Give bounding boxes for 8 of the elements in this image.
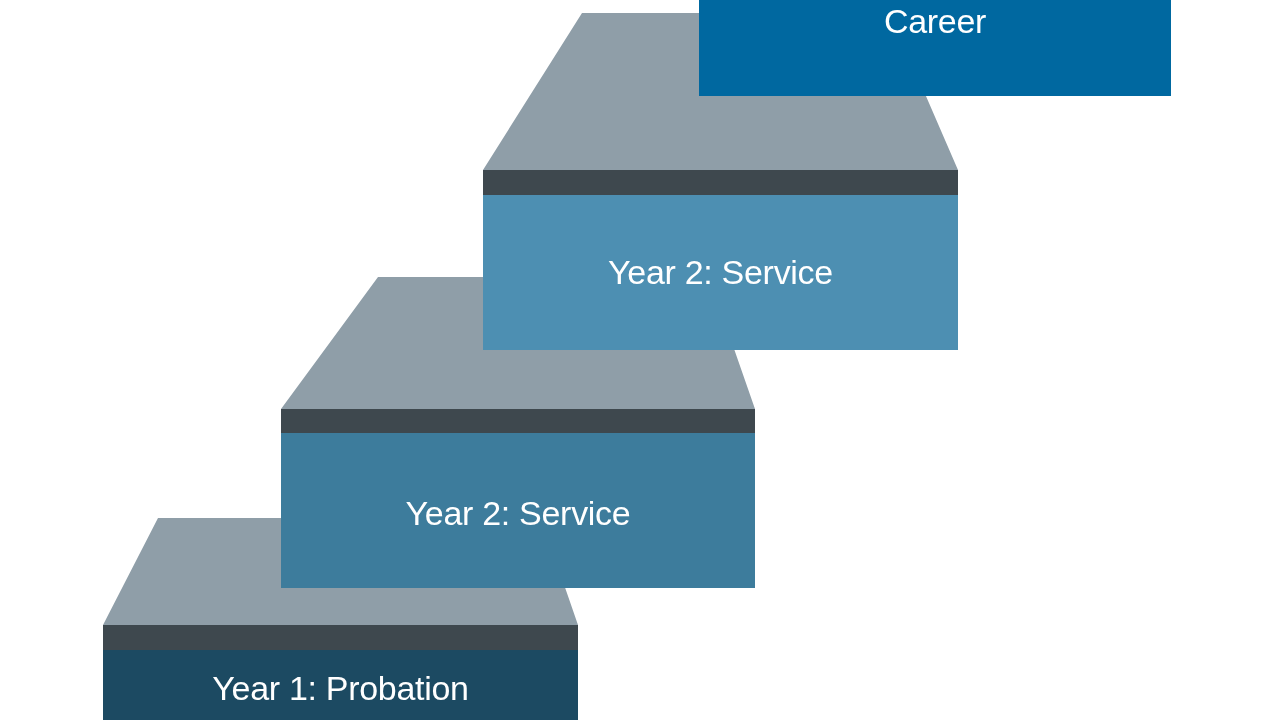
stair-step (699, 0, 1171, 96)
step-label: Year 2: Service (608, 252, 833, 292)
step-label: Year 2: Service (405, 493, 631, 533)
stair-step (483, 195, 958, 350)
stair-step (103, 650, 578, 720)
step-label: Year 1: Probation (212, 668, 469, 708)
stair-step (281, 433, 755, 588)
step-label: Career (883, 1, 987, 41)
